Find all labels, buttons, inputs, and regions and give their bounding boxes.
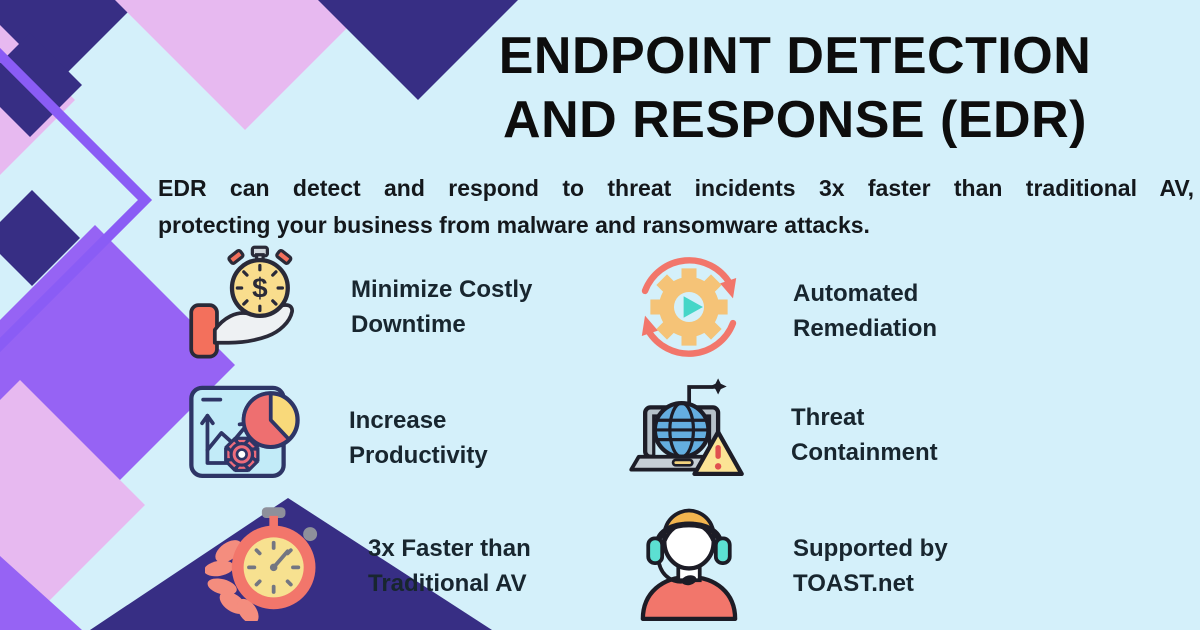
decor-lavender-bottom — [0, 380, 145, 630]
feature-label: Increase Productivity — [349, 407, 488, 469]
title-line-2: AND RESPONSE (EDR) — [503, 91, 1087, 149]
subtitle-line-2: protecting your business from malware an… — [158, 212, 870, 238]
page-title: ENDPOINT DETECTION AND RESPONSE (EDR) — [432, 24, 1158, 152]
subtitle: EDR can detect and respond to threat inc… — [158, 170, 1194, 244]
decor-lavender-top — [115, 0, 375, 130]
feature-supported-by: Supported by TOAST.net — [630, 503, 948, 621]
subtitle-line-1: EDR can detect and respond to threat inc… — [158, 175, 1194, 201]
decor-purple-corner — [0, 556, 82, 630]
feature-label: Minimize Costly Downtime — [351, 276, 533, 338]
threat-globe-laptop-icon — [629, 378, 744, 477]
money-stopwatch-hand-icon: $ — [189, 245, 294, 359]
decor-outline-diamond — [0, 47, 153, 353]
decor-indigo-small-a — [0, 33, 82, 137]
title-line-1: ENDPOINT DETECTION — [498, 27, 1092, 85]
svg-text:$: $ — [252, 273, 268, 304]
decor-indigo-small-b — [0, 190, 80, 286]
productivity-analytics-icon — [189, 385, 300, 478]
feature-label: Automated Remediation — [793, 280, 938, 342]
feature-label: Supported by TOAST.net — [793, 535, 948, 597]
feature-minimize-downtime: $ Minimize Costly Downtime — [188, 244, 532, 362]
feature-label: Threat Containment — [791, 404, 938, 466]
feature-label: 3x Faster than Traditional AV — [368, 535, 531, 597]
feature-increase-productivity: Increase Productivity — [186, 375, 488, 493]
feature-threat-containment: Threat Containment — [628, 372, 938, 490]
automation-gear-refresh-icon — [641, 257, 737, 357]
decor-indigo-top — [318, 0, 518, 100]
support-agent-icon — [640, 508, 738, 621]
feature-3x-faster: 3x Faster than Traditional AV — [205, 503, 531, 621]
feature-automated-remediation: Automated Remediation — [630, 248, 937, 366]
flaming-stopwatch-icon — [205, 507, 318, 621]
